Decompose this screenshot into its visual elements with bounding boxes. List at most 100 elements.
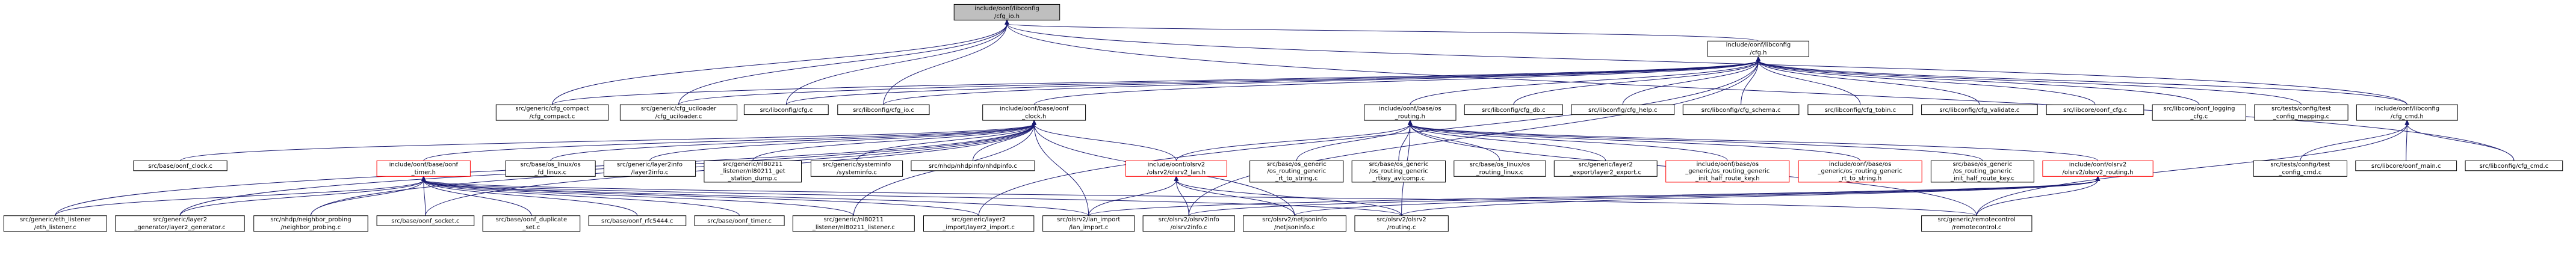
node-test-config-cmd-c[interactable]: src/tests/config/test_config_cmd.c xyxy=(2253,160,2347,177)
node-label-line: /os_routing_generic xyxy=(1369,168,1428,175)
node-oonf-logging-cfg-c[interactable]: src/libcore/oonf_logging_cfg.c xyxy=(2152,104,2246,121)
node-label-line: /lan_import.c xyxy=(1069,224,1108,231)
node-label-line: src/base/oonf_rfc5444.c xyxy=(601,218,673,225)
edge-cfg-h-to-config-mapping-c xyxy=(1756,56,2302,105)
node-box xyxy=(704,160,802,183)
node-label-line: _fd_linux.c xyxy=(534,170,566,176)
node-label-line: /cfg_uciloader.c xyxy=(655,114,702,120)
node-label-line: include/oonf/libconfig xyxy=(1726,42,1791,49)
edge-os-routing-h-to-os-routing-generic-init-half-route-key-c xyxy=(1408,119,1983,161)
node-lan-import-c[interactable]: src/olsrv2/lan_import/lan_import.c xyxy=(1042,215,1135,232)
node-label-line: src/generic/layer2 xyxy=(1579,162,1633,168)
node-box xyxy=(2254,104,2348,121)
node-oonf-clock-h[interactable]: include/oonf/base/oonf_clock.h xyxy=(982,104,1086,121)
node-box xyxy=(1243,215,1346,232)
node-oonf-duplicate-set-c[interactable]: src/base/oonf_duplicate_set.c xyxy=(482,215,581,232)
node-box xyxy=(1364,104,1457,121)
node-netjsoninfo-c[interactable]: src/olsrv2/netjsoninfo/netjsoninfo.c xyxy=(1243,215,1346,232)
node-box xyxy=(1930,160,2034,183)
node-label-line: /systeminfo.c xyxy=(837,170,877,176)
node-cfg-compact[interactable]: src/generic/cfg_compact/cfg_compact.c xyxy=(495,104,609,121)
node-config-mapping-c[interactable]: src/tests/config/test_config_mapping.c xyxy=(2254,104,2348,121)
node-cfg-uciloader[interactable]: src/generic/cfg_uciloader/cfg_uciloader.… xyxy=(619,104,738,121)
node-cfg-io-h[interactable]: include/oonf/libconfig/cfg_io.h xyxy=(953,4,1060,20)
node-box xyxy=(505,160,596,177)
edge-oonf-timer-h-to-oonf-rfc5444-c xyxy=(421,176,638,216)
node-cfg-db-c[interactable]: src/libconfig/cfg_db.c xyxy=(1464,104,1563,115)
node-oonf-socket-c[interactable]: src/base/oonf_socket.c xyxy=(376,215,475,226)
node-oonf-timer-h[interactable]: include/oonf/base/oonf_timer.h xyxy=(376,160,471,177)
node-label-line: src/libconfig/cfg_help.c xyxy=(1588,107,1658,114)
node-neighbor-probing-c[interactable]: src/nhdp/neighbor_probing/neighbor_probi… xyxy=(253,215,368,232)
edge-oonf-clock-h-to-systeminfo-c xyxy=(856,119,1036,161)
node-os-routing-generic-rt-to-string-h[interactable]: include/oonf/base/os_generic/os_routing_… xyxy=(1798,160,1922,183)
node-os-routing-h[interactable]: include/oonf/base/os_routing.h xyxy=(1364,104,1457,121)
node-label-line: src/libconfig/cfg_schema.c xyxy=(1701,107,1781,114)
node-layer2-export-c[interactable]: src/generic/layer2_export/layer2_export.… xyxy=(1553,160,1658,177)
node-oonf-clock-c[interactable]: src/base/oonf_clock.c xyxy=(133,160,228,171)
node-label-line: include/oonf/libconfig xyxy=(974,5,1039,12)
node-olsrv2-routing-c[interactable]: src/olsrv2/olsrv2/routing.c xyxy=(1354,215,1449,232)
node-label-line: _clock.h xyxy=(1021,114,1046,120)
node-cfg-cmd-c[interactable]: src/libconfig/cfg_cmd.c xyxy=(2465,160,2563,171)
node-os-routing-generic-rt-to-string-c[interactable]: src/base/os_generic/os_routing_generic_r… xyxy=(1249,160,1344,183)
node-oonf-timer-c[interactable]: src/base/oonf_timer.c xyxy=(694,215,785,226)
node-label-line: include/oonf/base/os xyxy=(1829,161,1892,168)
node-os-routing-generic-init-half-route-key-h[interactable]: include/oonf/base/os_generic/os_routing_… xyxy=(1665,160,1790,183)
node-olsrv2-routing-h[interactable]: include/oonf/olsrv2/olsrv2/olsrv2_routin… xyxy=(2042,160,2153,177)
node-oonf-cfg-c[interactable]: src/libcore/oonf_cfg.c xyxy=(2046,104,2144,115)
edge-cfg-h-to-cfg-validate-c xyxy=(1756,56,1980,105)
nodes-layer: include/oonf/libconfig/cfg_io.hinclude/o… xyxy=(3,4,2563,232)
node-cfg-help-c[interactable]: src/libconfig/cfg_help.c xyxy=(1571,104,1675,115)
node-cfg-validate-c[interactable]: src/libconfig/cfg_validate.c xyxy=(1921,104,2038,115)
node-layer2info-c[interactable]: src/generic/layer2info/layer2info.c xyxy=(603,160,696,177)
edge-cfg-h-to-oonf-logging-cfg-c xyxy=(1756,56,2200,105)
node-box xyxy=(1682,104,1800,115)
node-label-line: src/libconfig/cfg_db.c xyxy=(1482,107,1546,114)
node-olsrv2info-c[interactable]: src/olsrv2/olsrv2info/olsrv2info.c xyxy=(1142,215,1235,232)
node-layer2-import-c[interactable]: src/generic/layer2_import/layer2_import.… xyxy=(923,215,1035,232)
node-os-fd-linux-c[interactable]: src/base/os_linux/os_fd_linux.c xyxy=(505,160,596,177)
node-label-line: /remotecontrol.c xyxy=(1952,224,2002,231)
node-label-line: /olsrv2/olsrv2_lan.h xyxy=(1147,170,1206,176)
node-cfg-c[interactable]: src/libconfig/cfg.c xyxy=(743,104,829,115)
node-box xyxy=(1571,104,1675,115)
node-label-line: include/oonf/olsrv2 xyxy=(2069,162,2127,168)
node-os-routing-generic-init-half-route-key-c[interactable]: src/base/os_generic/os_routing_generic_i… xyxy=(1930,160,2034,183)
node-layer2-generator-c[interactable]: src/generic/layer2_generator/layer2_gene… xyxy=(115,215,245,232)
node-nl80211-listener-c[interactable]: src/generic/nl80211_listener/nl80211_lis… xyxy=(792,215,915,232)
node-remotecontrol-c[interactable]: src/generic/remotecontrol/remotecontrol.… xyxy=(1921,215,2033,232)
edge-cfg-io-h-to-cfg-cmd-h xyxy=(1005,19,2407,105)
node-label-line: _init_half_route_key.c xyxy=(1950,176,2014,182)
node-label-line: /olsrv2info.c xyxy=(1171,224,1207,231)
node-label-line: src/tests/config/test xyxy=(2271,105,2331,112)
node-eth-listener-c[interactable]: src/generic/eth_listener/eth_listener.c xyxy=(3,215,107,232)
node-box xyxy=(376,160,471,177)
node-label-line: _rt_to_string.c xyxy=(1275,176,1317,182)
node-cfg-h[interactable]: include/oonf/libconfig/cfg.h xyxy=(1708,40,1809,57)
node-cfg-io-c[interactable]: src/libconfig/cfg_io.c xyxy=(837,104,930,115)
edge-cfg-h-to-cfg-uciloader xyxy=(678,56,1761,105)
node-os-routing-generic-rtkey-avlcomp-c[interactable]: src/base/os_generic/os_routing_generic_r… xyxy=(1351,160,1446,183)
node-box xyxy=(1142,215,1235,232)
node-cfg-tobin-c[interactable]: src/libconfig/cfg_tobin.c xyxy=(1807,104,1913,115)
node-cfg-schema-c[interactable]: src/libconfig/cfg_schema.c xyxy=(1682,104,1800,115)
node-cfg-cmd-h[interactable]: include/oonf/libconfig/cfg_cmd.h xyxy=(2356,104,2458,121)
node-box xyxy=(1454,160,1546,177)
node-systeminfo-c[interactable]: src/generic/systeminfo/systeminfo.c xyxy=(810,160,903,177)
node-label-line: _generator/layer2_generator.c xyxy=(134,224,225,231)
node-box xyxy=(1807,104,1913,115)
node-label-line: _timer.h xyxy=(411,170,436,176)
node-label-line: src/libcore/oonf_logging xyxy=(2163,105,2235,112)
node-os-routing-linux-c[interactable]: src/base/os_linux/os_routing_linux.c xyxy=(1454,160,1546,177)
node-box xyxy=(1125,160,1227,177)
node-oonf-rfc5444-c[interactable]: src/base/oonf_rfc5444.c xyxy=(588,215,687,226)
node-label-line: src/base/oonf_socket.c xyxy=(391,218,459,225)
node-label-line: _listener/nl80211_listener.c xyxy=(812,224,895,231)
node-label-line: /cfg_compact.c xyxy=(530,114,575,120)
node-nl80211-get-station-dump-c[interactable]: src/generic/nl80211_listener/nl80211_get… xyxy=(704,160,802,183)
node-nhdpinfo-c[interactable]: src/nhdp/nhdpinfo/nhdpinfo.c xyxy=(911,160,1035,171)
edge-os-routing-h-to-os-routing-generic-rt-to-string-c xyxy=(1296,119,1413,161)
node-oonf-main-c[interactable]: src/libcore/oonf_main.c xyxy=(2355,160,2457,171)
node-olsrv2-lan-h[interactable]: include/oonf/olsrv2/olsrv2/olsrv2_lan.h xyxy=(1125,160,1227,177)
